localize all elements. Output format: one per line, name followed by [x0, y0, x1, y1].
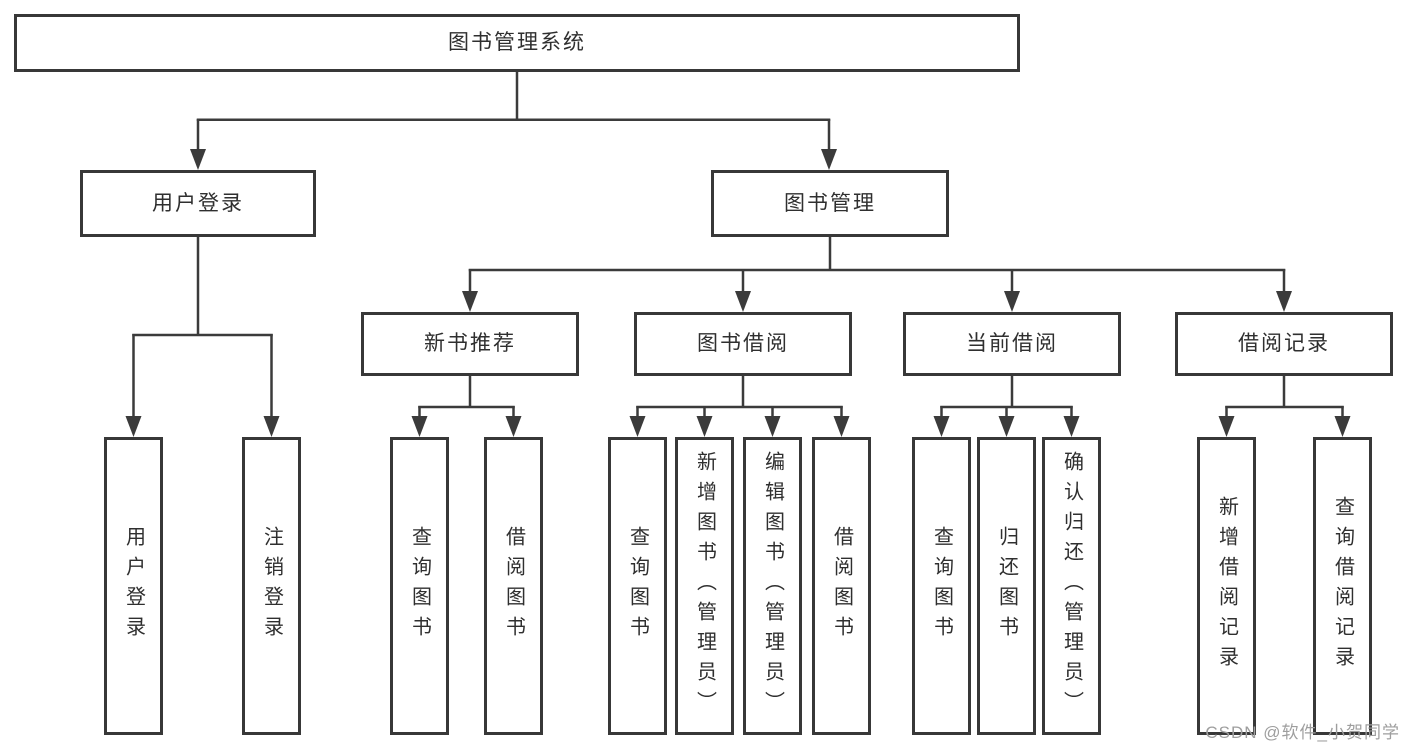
leaf-borrow-query-books: 查询图书: [608, 437, 667, 735]
leaf-recommend-query-books: 查询图书: [390, 437, 449, 735]
leaf-recommend-borrow-books: 借阅图书: [484, 437, 543, 735]
leaf-records-query-record: 查询借阅记录: [1313, 437, 1372, 735]
leaf-current-query-books: 查询图书: [912, 437, 971, 735]
leaf-records-add-record: 新增借阅记录: [1197, 437, 1256, 735]
leaf-borrow-borrow-books: 借阅图书: [812, 437, 871, 735]
node-current-borrowing: 当前借阅: [903, 312, 1121, 376]
node-user-login: 用户登录: [80, 170, 316, 237]
leaf-logout: 注销登录: [242, 437, 301, 735]
leaf-current-return-books: 归还图书: [977, 437, 1036, 735]
leaf-user-login: 用户登录: [104, 437, 163, 735]
node-book-borrowing: 图书借阅: [634, 312, 852, 376]
node-new-book-recommend: 新书推荐: [361, 312, 579, 376]
node-borrowing-records: 借阅记录: [1175, 312, 1393, 376]
leaf-current-confirm-return-admin: 确认归还（管理员）: [1042, 437, 1101, 735]
watermark: CSDN @软件_小贺同学: [1205, 723, 1400, 742]
leaf-borrow-edit-books-admin: 编辑图书（管理员）: [743, 437, 802, 735]
node-library-management-system: 图书管理系统: [14, 14, 1020, 72]
node-book-management: 图书管理: [711, 170, 949, 237]
leaf-borrow-add-books-admin: 新增图书（管理员）: [675, 437, 734, 735]
